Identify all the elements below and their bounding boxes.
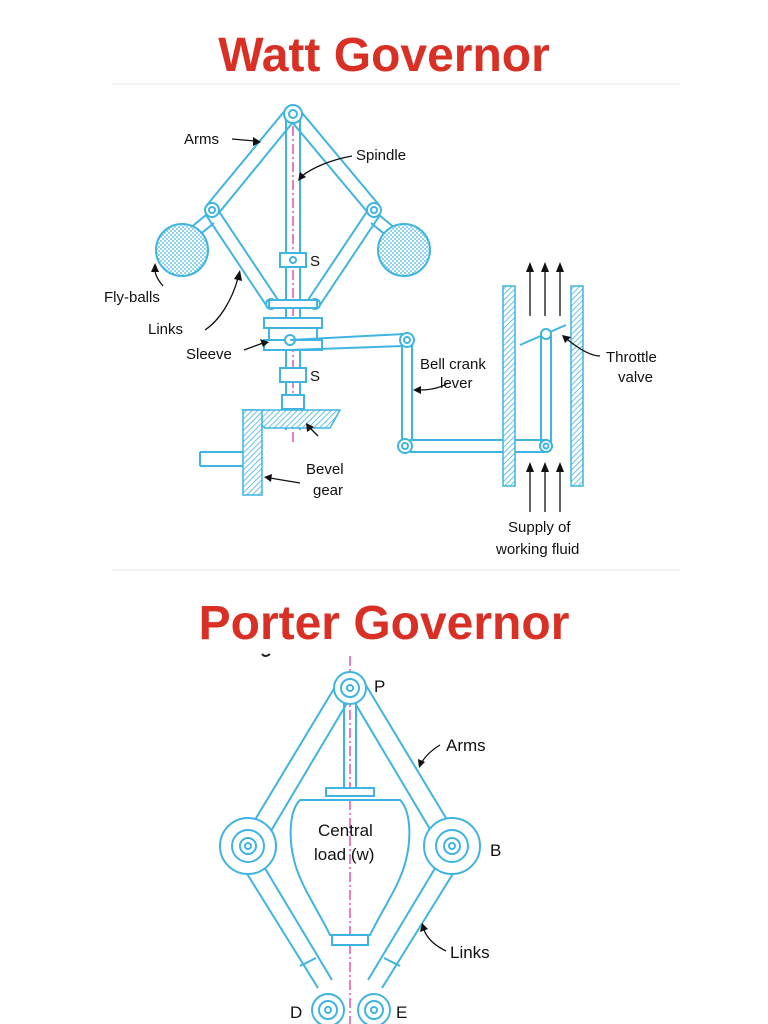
label-p: P — [374, 677, 385, 696]
flow-arrows — [526, 262, 564, 512]
fly-ball-left — [155, 223, 209, 277]
label-d: D — [290, 1003, 302, 1022]
label-s-lower: S — [310, 368, 320, 385]
watt-links — [205, 209, 381, 306]
porter-links — [235, 849, 465, 989]
label-links: Links — [148, 321, 183, 338]
label-bell-crank-2: lever — [440, 375, 473, 392]
pivot-p — [333, 671, 367, 705]
porter-leaders — [418, 744, 447, 952]
porter-governor-title: Porter Governor — [198, 597, 570, 650]
fly-ball-right — [377, 223, 431, 277]
pivot-e — [357, 993, 391, 1024]
label-b: B — [490, 841, 501, 860]
label-bell-crank-1: Bell crank — [420, 356, 486, 373]
label-throttle-2: valve — [618, 369, 653, 386]
watt-leaders — [151, 137, 601, 484]
label-s-upper: S — [310, 253, 320, 270]
central-load — [289, 787, 411, 946]
label-porter-links: Links — [450, 943, 490, 962]
label-central-1: Central — [318, 821, 373, 840]
label-bevel-2: gear — [313, 482, 343, 499]
label-spindle: Spindle — [356, 147, 406, 164]
porter-arms — [243, 681, 459, 847]
watt-governor-title: Watt Governor — [218, 29, 550, 82]
label-bevel-1: Bevel — [306, 461, 344, 478]
label-porter-arms: Arms — [446, 736, 486, 755]
pivot-d — [311, 993, 345, 1024]
porter-ball-right — [423, 817, 481, 875]
porter-ball-left — [219, 817, 277, 875]
bell-crank-lever — [289, 332, 548, 454]
throttle-pipe — [502, 285, 584, 487]
sleeve — [263, 299, 323, 351]
label-fly-balls: Fly-balls — [104, 289, 160, 306]
label-e: E — [396, 1003, 407, 1022]
watt-governor-diagram: Arms Spindle S Fly-balls Links Sleeve S … — [104, 83, 680, 571]
label-sleeve: Sleeve — [186, 346, 232, 363]
bevel-gear — [199, 394, 342, 496]
label-arms: Arms — [184, 131, 219, 148]
label-supply-2: working fluid — [495, 541, 579, 558]
label-central-2: load (w) — [314, 845, 374, 864]
label-throttle-1: Throttle — [606, 349, 657, 366]
label-supply-1: Supply of — [508, 519, 571, 536]
